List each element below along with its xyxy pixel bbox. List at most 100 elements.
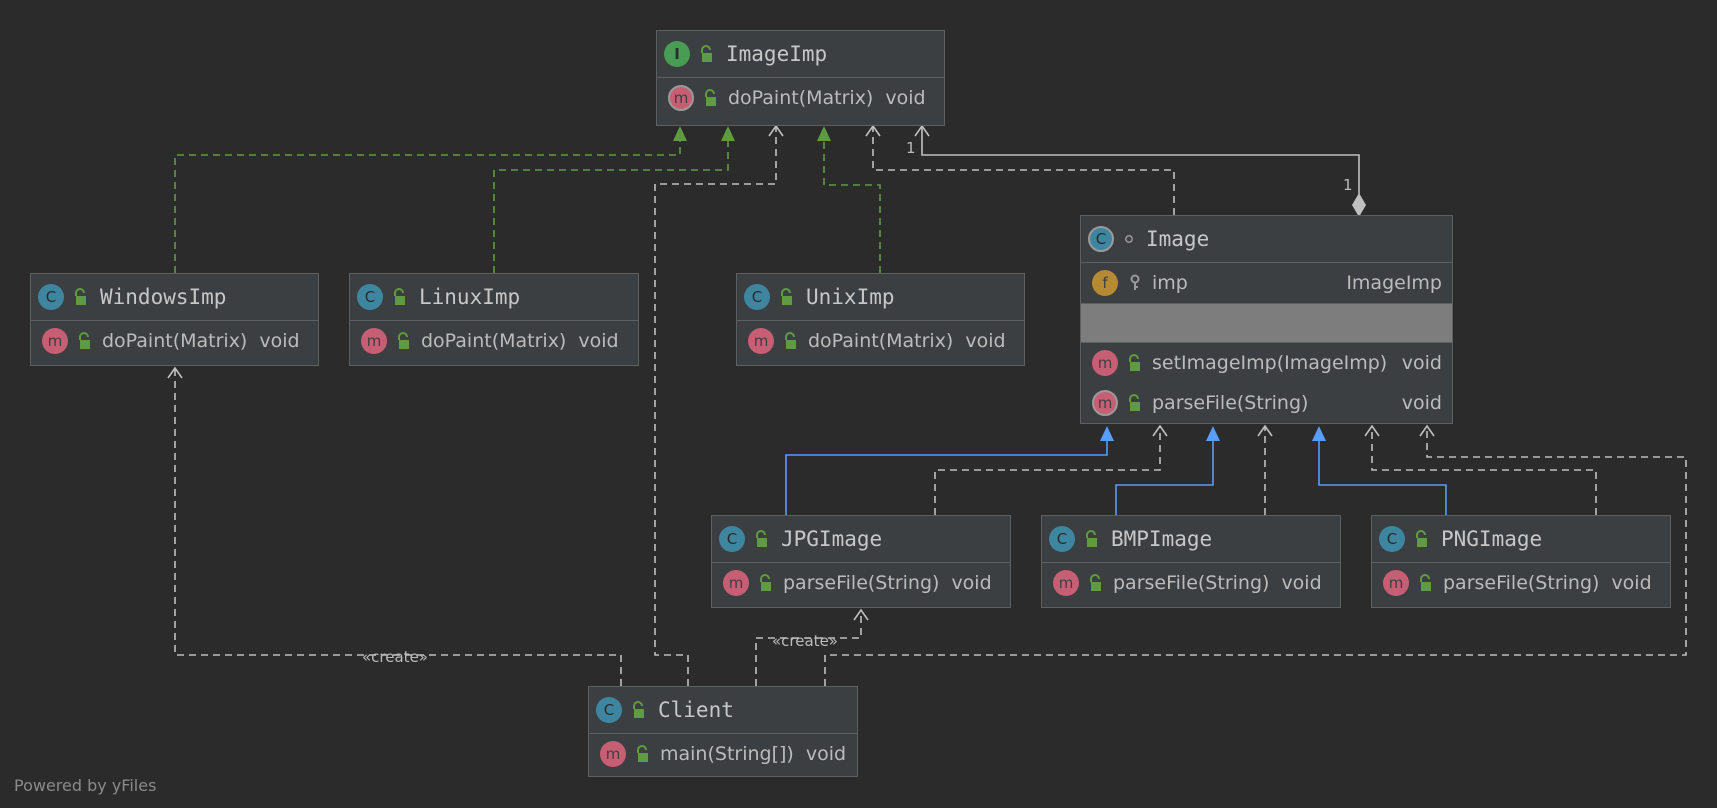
class-icon: C <box>1049 526 1075 552</box>
class-icon: C <box>1379 526 1405 552</box>
class-icon: C <box>744 284 770 310</box>
edge-jpgimage-extends-image <box>785 440 1108 515</box>
create-stereotype-label: «create» <box>772 632 838 650</box>
edge-image-composes-imageimp <box>921 126 1360 198</box>
method-return-type: void <box>1611 572 1652 594</box>
method-signature: parseFile(String) <box>1152 392 1309 414</box>
open-arrowhead <box>914 124 930 137</box>
method-icon: m <box>361 328 387 354</box>
class-name: ImageImp <box>726 42 828 66</box>
public-lock-icon <box>398 332 409 349</box>
class-node-jpgimage[interactable]: C JPGImage m parseFile(String) void <box>711 515 1011 608</box>
class-header: C PNGImage <box>1372 516 1670 563</box>
public-lock-icon <box>701 45 712 62</box>
class-header: C JPGImage <box>712 516 1010 563</box>
composition-diamond <box>1352 193 1366 217</box>
class-name: LinuxImp <box>419 285 521 309</box>
class-header: C Client <box>589 687 857 734</box>
public-lock-icon <box>785 332 796 349</box>
open-arrowhead <box>853 608 869 621</box>
class-node-image[interactable]: C Image f imp ImageImp m setImageImp(Ima… <box>1080 215 1453 424</box>
extends-arrowhead <box>1100 426 1114 441</box>
method-icon: m <box>1053 570 1079 596</box>
method-signature: doPaint(Matrix) <box>808 330 954 352</box>
class-node-imageimp[interactable]: I ImageImp m doPaint(Matrix) void <box>656 30 945 126</box>
runnable-class-icon: C <box>596 697 622 723</box>
edge-client-creates-windowsimp <box>174 368 622 686</box>
edge-client-creates-jpgimage <box>755 610 862 686</box>
multiplicity-label: 1 <box>1343 176 1353 194</box>
method-return-type: void <box>578 330 619 352</box>
method-signature: doPaint(Matrix) <box>421 330 567 352</box>
method-row[interactable]: m doPaint(Matrix) void <box>350 321 638 361</box>
public-lock-icon <box>1420 574 1431 591</box>
abstract-class-icon: C <box>1088 226 1114 252</box>
abstract-method-icon: m <box>1092 390 1118 416</box>
field-name: imp <box>1152 272 1188 294</box>
class-header: I ImageImp <box>657 31 944 78</box>
method-icon: m <box>1383 570 1409 596</box>
class-name: UnixImp <box>806 285 895 309</box>
class-name: Client <box>658 698 734 722</box>
class-name: BMPImage <box>1111 527 1213 551</box>
class-icon: C <box>719 526 745 552</box>
edge-windowsimp-implements-imageimp <box>174 137 681 273</box>
empty-section-bar <box>1081 304 1452 343</box>
class-header: C UnixImp <box>737 274 1024 321</box>
yfiles-watermark: Powered by yFiles <box>14 776 157 795</box>
open-arrowhead <box>1419 424 1435 437</box>
public-lock-icon <box>781 288 792 305</box>
class-node-linuximp[interactable]: C LinuxImp m doPaint(Matrix) void <box>349 273 639 366</box>
class-icon: C <box>38 284 64 310</box>
extends-arrowhead <box>1206 426 1220 441</box>
extends-arrowhead <box>1312 426 1326 441</box>
class-name: PNGImage <box>1441 527 1543 551</box>
method-return-type: void <box>1401 392 1442 414</box>
edge-linuximp-implements-imageimp <box>493 137 729 273</box>
public-lock-icon <box>75 288 86 305</box>
method-return-type: void <box>1281 572 1322 594</box>
open-arrowhead <box>1364 424 1380 437</box>
edge-image-uses-imageimp <box>872 126 1175 215</box>
method-row[interactable]: m doPaint(Matrix) void <box>657 78 944 118</box>
method-return-type: void <box>885 87 926 109</box>
field-type: ImageImp <box>1346 272 1442 294</box>
public-lock-icon <box>705 89 716 106</box>
method-row[interactable]: m parseFile(String) void <box>1042 563 1340 603</box>
method-row[interactable]: m setImageImp(ImageImp) void <box>1081 343 1452 383</box>
method-signature: main(String[]) <box>660 743 794 765</box>
abstract-method-icon: m <box>668 85 694 111</box>
class-name: WindowsImp <box>100 285 227 309</box>
class-node-pngimage[interactable]: C PNGImage m parseFile(String) void <box>1371 515 1671 608</box>
public-lock-icon <box>637 745 648 762</box>
edge-uniximp-implements-imageimp <box>823 137 881 273</box>
class-node-client[interactable]: C Client m main(String[]) void <box>588 686 858 777</box>
class-node-bmpimage[interactable]: C BMPImage m parseFile(String) void <box>1041 515 1341 608</box>
method-signature: doPaint(Matrix) <box>728 87 874 109</box>
class-icon: C <box>357 284 383 310</box>
method-row[interactable]: m doPaint(Matrix) void <box>31 321 318 361</box>
multiplicity-label: 1 <box>906 139 916 157</box>
field-row[interactable]: f imp ImageImp <box>1081 263 1452 304</box>
method-row[interactable]: m parseFile(String) void <box>712 563 1010 603</box>
class-node-windowsimp[interactable]: C WindowsImp m doPaint(Matrix) void <box>30 273 319 366</box>
class-name: JPGImage <box>781 527 883 551</box>
class-node-uniximp[interactable]: C UnixImp m doPaint(Matrix) void <box>736 273 1025 366</box>
edge-bmpimage-extends-image <box>1115 440 1214 515</box>
edge-pngimage-uses-image <box>1371 426 1597 515</box>
method-icon: m <box>1092 350 1118 376</box>
method-signature: setImageImp(ImageImp) <box>1152 352 1388 374</box>
public-lock-icon <box>1129 354 1140 371</box>
method-row[interactable]: m parseFile(String) void <box>1372 563 1670 603</box>
implements-arrowhead <box>673 126 687 141</box>
method-row[interactable]: m main(String[]) void <box>589 734 857 774</box>
implements-arrowhead <box>721 126 735 141</box>
method-row[interactable]: m parseFile(String) void <box>1081 383 1452 423</box>
public-lock-icon <box>79 332 90 349</box>
edge-client-uses-imageimp <box>654 126 777 686</box>
open-arrowhead <box>167 366 183 379</box>
method-signature: parseFile(String) <box>1113 572 1270 594</box>
public-lock-icon <box>1086 530 1097 547</box>
method-row[interactable]: m doPaint(Matrix) void <box>737 321 1024 361</box>
